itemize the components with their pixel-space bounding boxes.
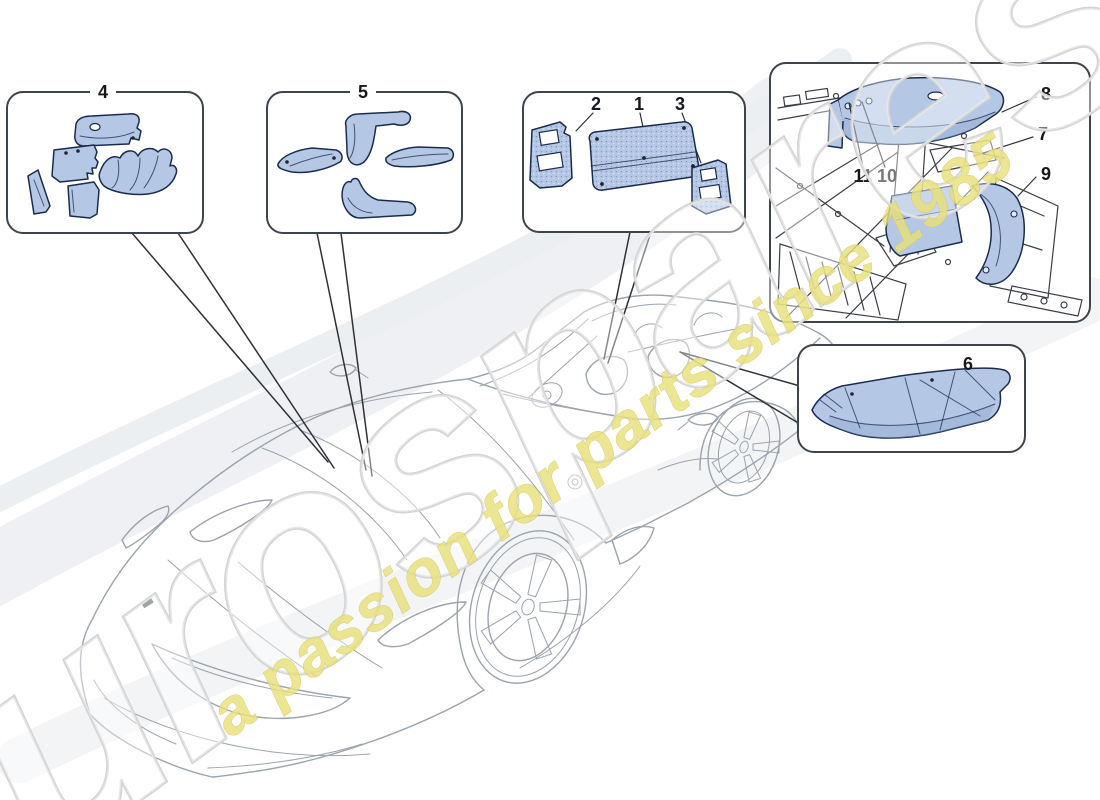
callout-box-123 xyxy=(522,91,746,233)
engine-bay-box xyxy=(769,62,1091,323)
ferrari-badge xyxy=(141,597,154,609)
callout-box-5 xyxy=(266,91,463,234)
callout-number-8[interactable]: 8 xyxy=(1040,84,1052,104)
callout-number-3[interactable]: 3 xyxy=(674,94,686,114)
callout-number-1[interactable]: 1 xyxy=(633,94,645,114)
engine-heat-shields xyxy=(827,76,1037,285)
chassis-frame-drawing xyxy=(775,87,1083,321)
leader-lines xyxy=(131,231,801,477)
callout-box-6 xyxy=(797,344,1026,453)
underbody-shield-group xyxy=(811,367,1011,439)
vehicle-illustration xyxy=(79,294,840,778)
callout-number-4[interactable]: 4 xyxy=(89,83,117,101)
callout-number-2[interactable]: 2 xyxy=(590,94,602,114)
callout-number-9[interactable]: 9 xyxy=(1040,164,1052,184)
front-wheel xyxy=(468,530,588,684)
insulation-panels-group-5 xyxy=(277,110,455,219)
callout-number-10[interactable]: 10 xyxy=(876,166,898,186)
callout-number-11[interactable]: 11 xyxy=(853,166,873,186)
callout-number-6[interactable]: 6 xyxy=(962,354,974,374)
heat-shield-panels-group xyxy=(529,112,732,215)
callout-number-5[interactable]: 5 xyxy=(349,83,377,101)
callout-number-7[interactable]: 7 xyxy=(1037,124,1049,144)
callout-box-4 xyxy=(6,91,204,234)
insulation-panels-group-4 xyxy=(27,113,178,219)
